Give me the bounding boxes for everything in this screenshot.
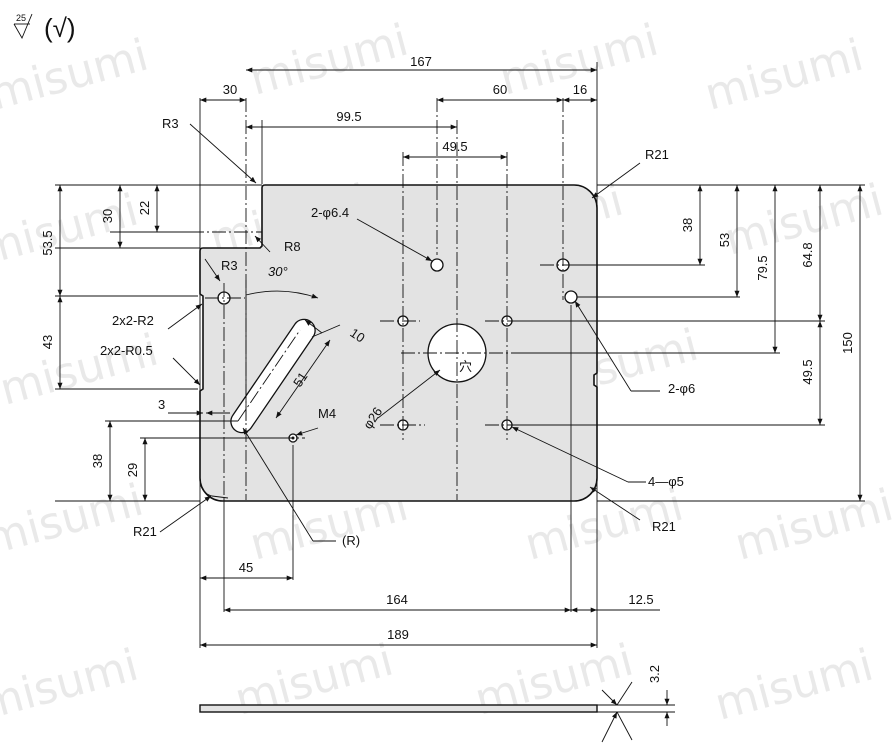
label-2x2-r0-5: 2x2-R0.5 [100, 343, 153, 358]
svg-text:misumi: misumi [0, 640, 143, 731]
surface-roughness-symbol: 25 (√) [13, 13, 76, 43]
dim-38-left: 38 [90, 454, 105, 468]
general-roughness-symbol: (√) [44, 13, 76, 43]
svg-text:misumi: misumi [0, 185, 143, 276]
label-2x2-r2: 2x2-R2 [112, 313, 154, 328]
dim-99-5: 99.5 [336, 109, 361, 124]
leaders [159, 123, 660, 542]
hole-6-4-left [430, 258, 444, 272]
dim-164: 164 [386, 592, 408, 607]
svg-text:misumi: misumi [0, 30, 153, 121]
plate-thickness-profile [199, 704, 598, 713]
svg-text:misumi: misumi [0, 325, 163, 416]
label-r3-top: R3 [162, 116, 179, 131]
dim-60: 60 [493, 82, 507, 97]
extension-lines [55, 62, 865, 648]
label-slot-r: (R) [342, 533, 360, 548]
dim-150: 150 [840, 332, 855, 354]
dimension-lines [57, 67, 863, 648]
dim-45: 45 [239, 560, 253, 575]
dim-43: 43 [40, 335, 55, 349]
dim-49-5-right: 49.5 [800, 359, 815, 384]
dim-79-5: 79.5 [755, 255, 770, 280]
dim-38-right: 38 [680, 218, 695, 232]
label-3: 3 [158, 397, 165, 412]
label-4-phi5: 4—φ5 [648, 474, 684, 489]
dim-16: 16 [573, 82, 587, 97]
label-r21-bottom-left: R21 [133, 524, 157, 539]
roughness-value: 25 [16, 13, 26, 23]
svg-text:misumi: misumi [0, 475, 148, 566]
dim-53-5: 53.5 [40, 230, 55, 255]
dim-30-left: 30 [100, 209, 115, 223]
dim-167: 167 [410, 54, 432, 69]
label-r8: R8 [284, 239, 301, 254]
label-m4: M4 [318, 406, 336, 421]
dim-53: 53 [717, 233, 732, 247]
dim-189: 189 [387, 627, 409, 642]
label-r21-bottom-right: R21 [652, 519, 676, 534]
label-2-phi6: 2-φ6 [668, 381, 695, 396]
label-center-hole: 穴 [459, 359, 472, 374]
label-r21-top-right: R21 [645, 147, 669, 162]
dim-12-5: 12.5 [628, 592, 653, 607]
svg-text:misumi: misumi [700, 30, 869, 121]
dim-64-8: 64.8 [800, 242, 815, 267]
label-10: 10 [347, 325, 367, 346]
dim-3-2: 3.2 [647, 665, 662, 683]
svg-text:misumi: misumi [710, 640, 879, 731]
label-51: 51 [290, 369, 311, 389]
dim-29: 29 [125, 463, 140, 477]
svg-text:misumi: misumi [730, 480, 893, 571]
label-r3-notch: R3 [221, 258, 238, 273]
dim-30-top: 30 [223, 82, 237, 97]
svg-text:misumi: misumi [245, 15, 414, 106]
label-30-deg: 30° [268, 264, 288, 279]
label-2-phi6-4: 2-φ6.4 [311, 205, 349, 220]
dim-49-5-top: 49.5 [442, 139, 467, 154]
plate-side-view: 3.2 [199, 665, 675, 743]
dim-22: 22 [137, 201, 152, 215]
